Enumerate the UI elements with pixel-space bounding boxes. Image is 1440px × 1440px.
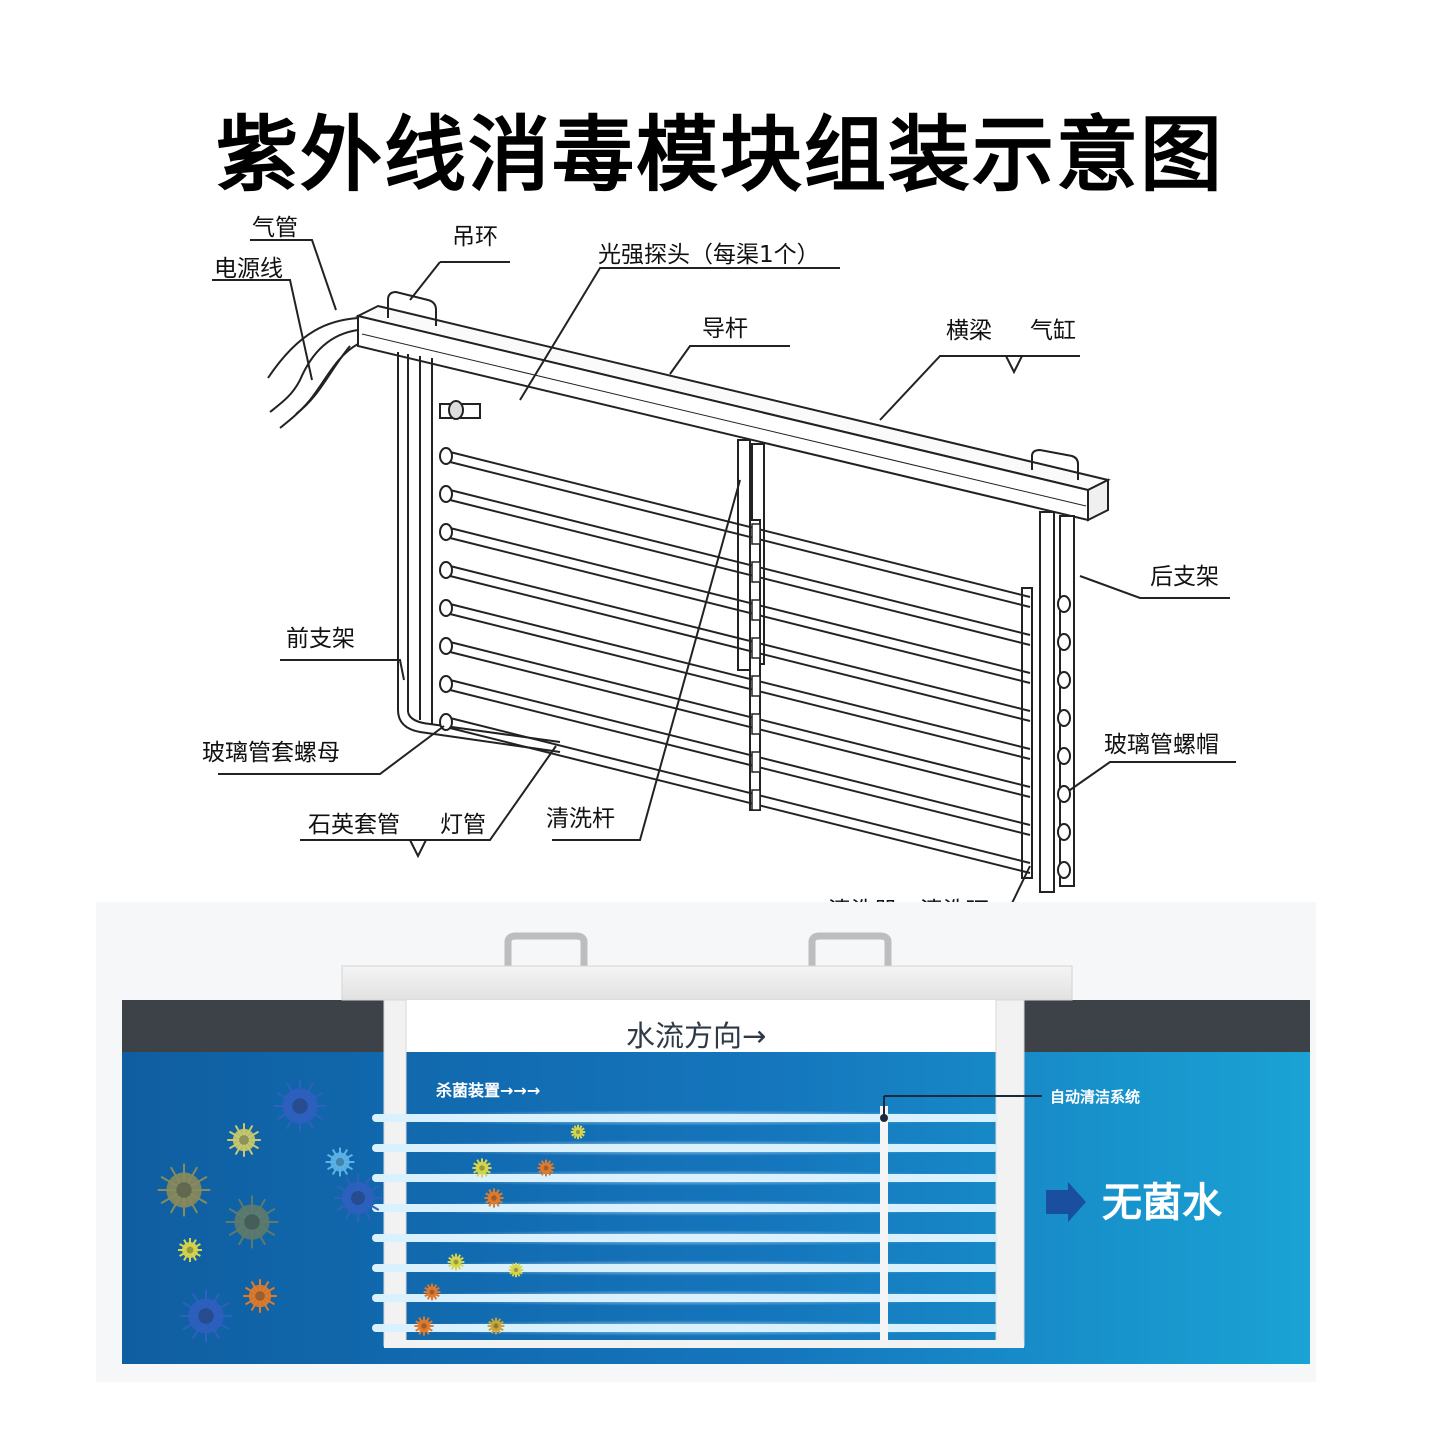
label-sterile-water: 无菌水	[1102, 1180, 1223, 1226]
uv-tube	[372, 1174, 998, 1182]
sleeve-nut	[439, 485, 453, 503]
cleaning-ring	[751, 789, 761, 811]
module-top-beam	[341, 965, 1073, 1001]
label-light-sensor: 光强探头（每渠1个）	[598, 242, 820, 268]
module-lifting-ring-right	[808, 932, 892, 966]
arrow-right-icon	[1046, 1182, 1086, 1222]
cleaning-ring	[751, 675, 761, 697]
sleeve-nut	[439, 675, 453, 693]
leader-lines	[212, 239, 1236, 945]
lamp-tube	[439, 637, 1071, 803]
label-lifting-ring: 吊环	[452, 224, 498, 250]
front-bracket	[397, 352, 561, 753]
label-front-bracket: 前支架	[286, 626, 355, 652]
glass-cap	[1057, 861, 1071, 879]
glass-cap	[1057, 633, 1071, 651]
uv-tube	[372, 1114, 998, 1122]
uv-tube	[372, 1144, 998, 1152]
microbe-icon	[179, 1289, 233, 1343]
microbe-icon	[334, 1174, 382, 1222]
microbe-icon	[484, 1188, 504, 1208]
glass-cap	[1057, 595, 1071, 613]
lamp-tube	[439, 561, 1071, 727]
sleeve-nut	[439, 599, 453, 617]
glass-cap	[1057, 823, 1071, 841]
microbe-icon	[273, 1079, 327, 1133]
cleaning-ring	[751, 523, 761, 545]
microbe-icon	[447, 1253, 465, 1271]
sleeve-nut	[439, 561, 453, 579]
uv-tube	[372, 1234, 998, 1242]
module-rear-post	[995, 999, 1025, 1347]
uv-tube-group	[372, 1110, 998, 1336]
label-sleeve-nut: 玻璃管套螺母	[202, 740, 340, 766]
lamp-tube	[439, 447, 1071, 613]
microbe-icon	[178, 1238, 202, 1262]
uv-tube	[372, 1204, 998, 1212]
cleaning-ring	[751, 637, 761, 659]
microbe-icon	[472, 1158, 492, 1178]
microbe-icon	[227, 1123, 261, 1157]
lamp-tube	[439, 599, 1071, 765]
uv-tube	[372, 1294, 998, 1302]
microbe-icon	[487, 1317, 505, 1335]
microbe-icon	[157, 1163, 211, 1217]
lamp-tube-group	[439, 447, 1071, 879]
microbe-icon	[423, 1283, 441, 1301]
glass-cap	[1057, 785, 1071, 803]
module-line-drawing	[267, 290, 1111, 893]
module-bottom-rail	[384, 1340, 1024, 1348]
label-flow-direction: 水流方向→	[626, 1019, 766, 1053]
lamp-tube	[439, 523, 1071, 689]
cleaning-ring	[751, 751, 761, 773]
label-air-pipe: 气管	[252, 215, 298, 241]
label-lamp: 灯管	[440, 812, 486, 838]
uv-tube	[372, 1324, 998, 1332]
label-cylinder: 气缸	[1030, 318, 1076, 344]
sleeve-nut	[439, 447, 453, 465]
sleeve-nut	[439, 523, 453, 541]
microbe-icon	[243, 1279, 277, 1313]
lifting-ring-right	[1031, 448, 1079, 480]
lamp-tube	[439, 675, 1071, 841]
cleaning-ring	[751, 561, 761, 583]
sleeve-nut	[439, 637, 453, 655]
module-top-panel	[384, 1000, 1024, 1052]
glass-cap	[1057, 671, 1071, 689]
label-glass-cap: 玻璃管螺帽	[1104, 732, 1219, 758]
page-title: 紫外线消毒模块组装示意图	[215, 108, 1224, 203]
glass-cap	[1057, 709, 1071, 727]
cleaning-ring	[751, 599, 761, 621]
microbe-icon	[414, 1316, 434, 1336]
cable-bundle	[267, 317, 359, 429]
microbe-icon	[225, 1195, 279, 1249]
cleaning-rod-vertical	[880, 1106, 888, 1340]
microbe-group	[157, 1079, 586, 1343]
cleaning-ring	[751, 713, 761, 735]
label-guide-rod: 导杆	[702, 316, 748, 342]
label-beam: 横梁	[946, 318, 992, 344]
label-sterilizer: 杀菌装置→→→	[436, 1081, 540, 1100]
label-auto-clean: 自动清洁系统	[1050, 1088, 1140, 1106]
label-power-cord: 电源线	[214, 256, 283, 282]
glass-cap	[1057, 747, 1071, 765]
module-lifting-ring-left	[504, 932, 588, 966]
microbe-icon	[570, 1124, 586, 1140]
label-quartz-sleeve: 石英套管	[308, 812, 400, 838]
microbe-icon	[325, 1147, 355, 1177]
light-sensor-probe	[439, 400, 481, 420]
lamp-tube	[439, 485, 1071, 651]
label-cleaning-rod: 清洗杆	[546, 806, 615, 832]
label-rear-bracket: 后支架	[1150, 564, 1219, 590]
lamp-tube	[439, 713, 1071, 879]
microbe-icon	[508, 1262, 524, 1278]
microbe-icon	[537, 1159, 555, 1177]
water-channel-scene: 水流方向→ 杀菌装置→→→ 自动清洁系统 无菌水	[96, 902, 1316, 1382]
uv-tube	[372, 1264, 998, 1272]
